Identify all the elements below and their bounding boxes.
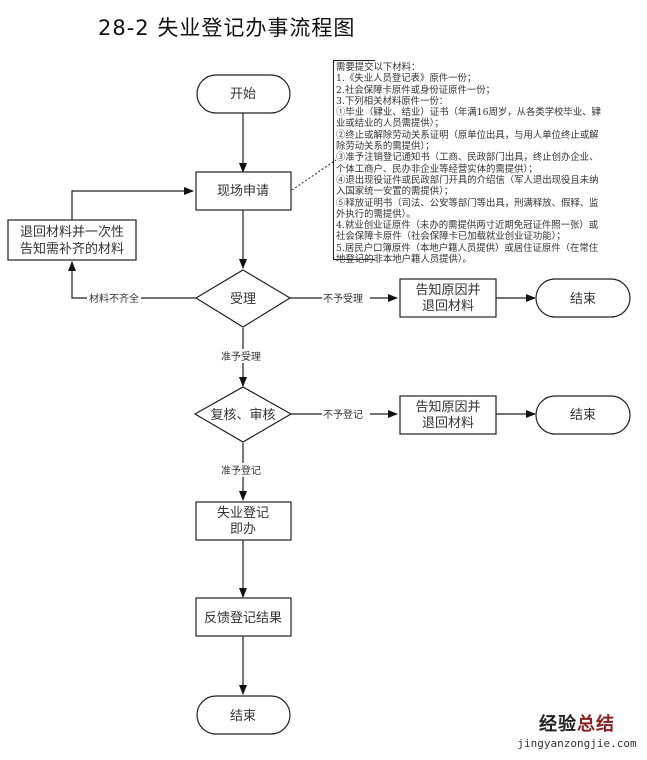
node-end-1-label: 结束 (570, 292, 596, 307)
node-register-line1: 失业登记 (217, 506, 269, 521)
node-review-label: 复核、审核 (210, 408, 275, 423)
note-line: 1.《失业人员登记表》原件一份； (336, 73, 477, 85)
edge-label-registered: 准予登记 (221, 464, 261, 477)
note-line: 2.社会保障卡原件或身份证原件一份； (336, 84, 495, 96)
note-line: 5.居民户口簿原件（本地户籍人员提供）或居住证原件（在常住 (336, 242, 599, 254)
node-apply (195, 171, 292, 211)
watermark: 经验总结 jingyanzongjie.com (512, 710, 642, 750)
node-notify-reject-2 (399, 395, 497, 435)
note-line: 4.就业创业证原件（未办的需提供两寸近期免冠证件照一张）或 (336, 220, 599, 232)
note-line: ⑤释放证明书（司法、公安等部门等出具，刑满释放、假释、监 (336, 197, 599, 209)
edge-label-incomplete: 材料不齐全 (89, 292, 139, 305)
note-line: 外执行的需提供）。 (336, 208, 416, 220)
edge-resubmit (71, 187, 194, 220)
node-end-2-label: 结束 (570, 408, 596, 423)
note-line: ③准予注销登记通知书（工商、民政部门出具，终止创办企业、 (336, 152, 599, 164)
note-line: ④退出现役证件或民政部门开具的介绍信（军人退出现役且未纳 (336, 174, 599, 186)
note-line: 业或结业的人员需提供）； (336, 118, 444, 130)
note-bracket-top (333, 60, 375, 61)
note-line: 需要提交以下材料： (336, 62, 421, 73)
edge-label-not-registered: 不予登记 (323, 408, 363, 421)
edge-label-not-accepted: 不予受理 (323, 293, 363, 305)
note-bracket (333, 60, 334, 260)
node-notify-reject-1 (399, 278, 497, 318)
node-notify-reject-1-line1: 告知原因并 (415, 282, 480, 298)
node-accept (194, 269, 292, 328)
note-line: 除劳动关系的需提供）； (336, 141, 435, 153)
note-line: 入国家统一安置的需提供）； (336, 186, 454, 198)
watermark-part2: 总结 (577, 714, 615, 735)
note-line: ①毕业（肄业、结业）证书（年满16周岁，从各类学校毕业、肄 (336, 107, 602, 119)
edge-label-accepted: 准予受理 (221, 351, 261, 363)
node-end-final-label: 结束 (230, 709, 256, 724)
node-feedback-label: 反馈登记结果 (204, 611, 282, 626)
node-start-label: 开始 (230, 87, 256, 102)
watermark-part1: 经验 (539, 714, 577, 735)
note-line: 个体工商户、民办非企业等经营实体的需提供）； (336, 163, 538, 175)
node-feedback (195, 597, 292, 637)
page-title: 28-2 失业登记办事流程图 (98, 16, 356, 40)
node-review (193, 386, 293, 443)
required-materials-note: 需要提交以下材料：1.《失业人员登记表》原件一份；2.社会保障卡原件或身份证原件… (336, 62, 644, 265)
node-return-supplement-line2: 告知需补齐的材料 (20, 241, 124, 257)
node-register (195, 501, 292, 541)
note-line: 地登记的非本地户籍人员提供）。 (336, 254, 472, 266)
node-notify-reject-2-line1: 告知原因并 (415, 399, 480, 415)
node-notify-reject-2-line2: 退回材料 (422, 416, 474, 431)
node-return-supplement-line1: 退回材料并一次性 (20, 224, 124, 240)
node-apply-label: 现场申请 (217, 184, 269, 199)
node-end-final (196, 695, 291, 735)
edge-incomplete (68, 261, 196, 299)
watermark-url: jingyanzongjie.com (517, 737, 637, 750)
node-return-supplement (7, 219, 137, 261)
node-start (196, 74, 291, 114)
note-connector (291, 159, 337, 191)
watermark-logo: 经验总结 (512, 710, 642, 736)
node-end-2 (535, 395, 631, 435)
note-line: 社会保障卡原件（社会保障卡已加载就业创业证功能）； (336, 231, 566, 243)
node-notify-reject-1-line2: 退回材料 (422, 299, 474, 314)
node-register-line2: 即办 (230, 522, 256, 537)
note-bracket-bottom (333, 259, 375, 260)
note-line: 3.下列相关材料原件一份： (336, 95, 449, 107)
node-accept-label: 受理 (230, 292, 256, 307)
node-end-1 (535, 278, 631, 318)
note-line: ②终止或解除劳动关系证明（原单位出具，与用人单位终止或解 (336, 129, 599, 141)
